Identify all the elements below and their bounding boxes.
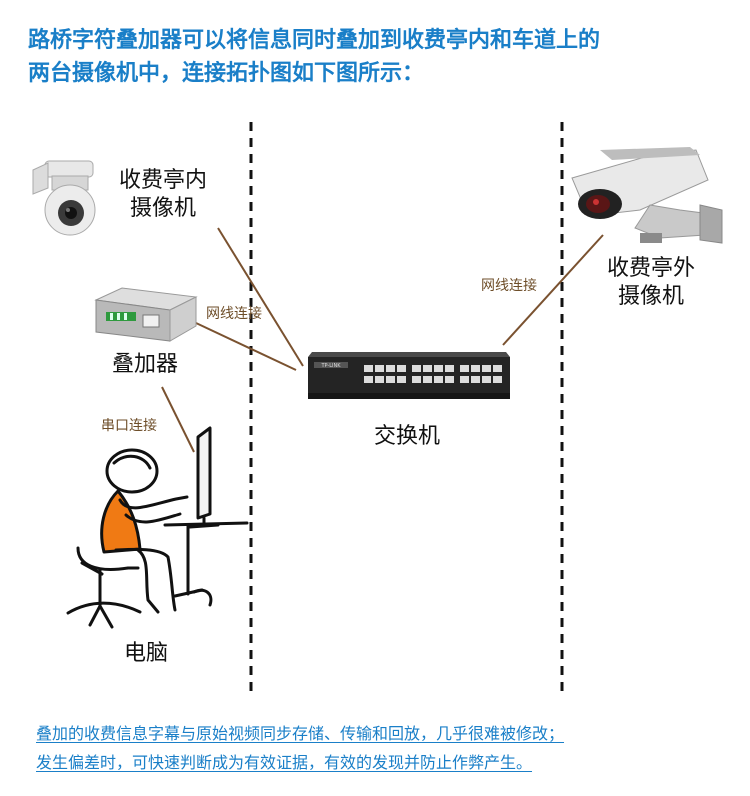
header-line-1: 路桥字符叠加器可以将信息同时叠加到收费亭内和车道上的 [28, 28, 601, 53]
outside-camera-label-line-1: 收费亭外 [606, 256, 695, 281]
computer-label: 电脑 [123, 641, 168, 666]
switch-to-outside-camera-line [502, 234, 604, 346]
serial-connection-label: 串口连接 [101, 418, 157, 434]
network-switch-icon: TP-LINK [308, 352, 510, 399]
network-connection-left-label: 网线连接 [206, 306, 262, 322]
network-connection-right-label: 网线连接 [481, 278, 537, 294]
dome-camera-icon [32, 160, 96, 236]
switch-brand-label: TP-LINK [320, 363, 341, 369]
person-at-computer-icon [66, 426, 249, 629]
inside-camera-label: 收费亭内 摄像机 [108, 167, 218, 223]
footer-line-2: 发生偏差时，可快速判断成为有效证据，有效的发现并防止作弊产生。 [36, 753, 533, 772]
outside-camera-label: 收费亭外 摄像机 [596, 255, 706, 311]
inside-camera-to-switch-line [217, 227, 304, 367]
header-line-2: 两台摄像机中，连接拓扑图如下图所示： [28, 61, 425, 86]
outside-camera-label-line-2: 摄像机 [617, 284, 684, 309]
switch-label: 交换机 [373, 424, 440, 449]
header-title: 路桥字符叠加器可以将信息同时叠加到收费亭内和车道上的 两台摄像机中，连接拓扑图如… [28, 24, 728, 90]
inside-camera-label-line-1: 收费亭内 [118, 168, 207, 193]
overlay-to-computer-line [161, 386, 195, 453]
footer-line-1: 叠加的收费信息字幕与原始视频同步存储、传输和回放，几乎很难被修改； [36, 724, 565, 743]
overlay-device-label: 叠加器 [111, 352, 178, 377]
bullet-camera-icon [571, 147, 723, 244]
overlay-device-icon [94, 287, 198, 342]
inside-camera-label-line-2: 摄像机 [129, 196, 196, 221]
footer-note: 叠加的收费信息字幕与原始视频同步存储、传输和回放，几乎很难被修改； 发生偏差时，… [36, 719, 736, 777]
overlay-to-switch-line [195, 322, 297, 371]
